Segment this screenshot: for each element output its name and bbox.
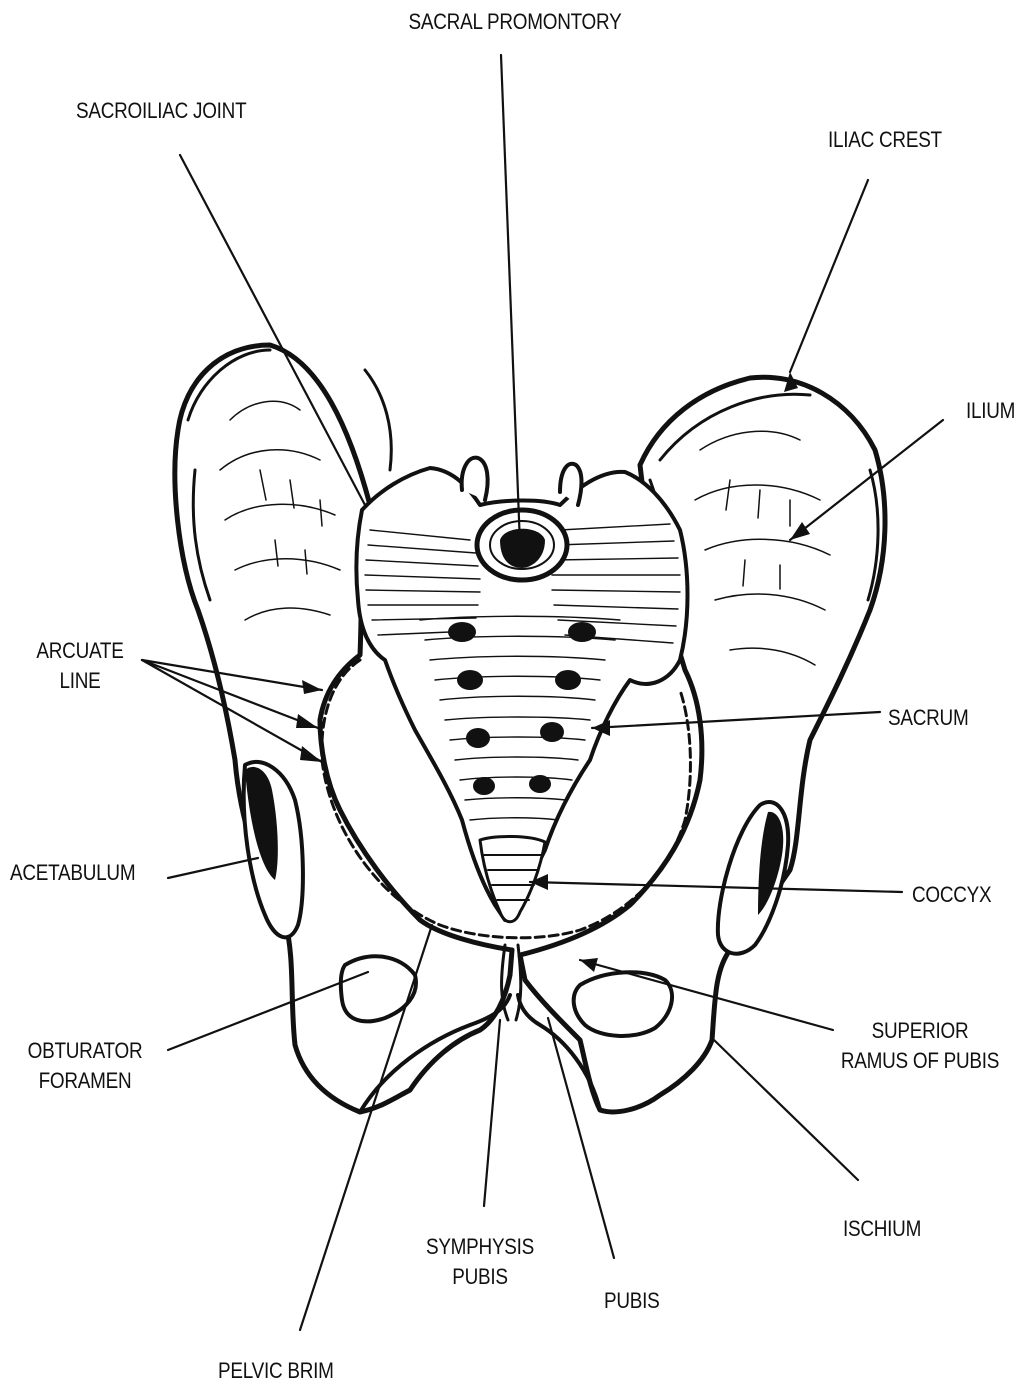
label-ischium: ISCHIUM (843, 1214, 921, 1244)
label-superior-ramus-1: SUPERIOR (834, 1016, 1006, 1046)
label-superior-ramus: SUPERIOR RAMUS OF PUBIS (834, 1016, 1006, 1076)
label-obturator-foramen: OBTURATOR FORAMEN (21, 1036, 150, 1096)
label-obturator-foramen-2: FORAMEN (21, 1066, 150, 1096)
label-symphysis-pubis: SYMPHYSIS PUBIS (420, 1232, 540, 1292)
label-sacrum: SACRUM (888, 703, 968, 733)
label-superior-ramus-2: RAMUS OF PUBIS (834, 1046, 1006, 1076)
label-iliac-crest: ILIAC CREST (828, 125, 942, 155)
superior-articular-right (560, 464, 582, 505)
label-arcuate-line: ARCUATE LINE (20, 636, 140, 696)
label-sacroiliac-joint: SACROILIAC JOINT (76, 96, 246, 126)
label-pubis: PUBIS (604, 1286, 659, 1316)
label-acetabulum: ACETABULUM (10, 858, 135, 888)
label-obturator-foramen-1: OBTURATOR (21, 1036, 150, 1066)
label-sacral-promontory: SACRAL PROMONTORY (408, 7, 623, 37)
label-coccyx: COCCYX (912, 880, 991, 910)
label-symphysis-pubis-1: SYMPHYSIS (420, 1232, 540, 1262)
label-pelvic-brim: PELVIC BRIM (218, 1356, 334, 1386)
label-arcuate-line-1: ARCUATE (20, 636, 140, 666)
coccyx-shape (480, 836, 545, 921)
label-arcuate-line-2: LINE (20, 666, 140, 696)
label-symphysis-pubis-2: PUBIS (420, 1262, 540, 1292)
label-ilium: ILIUM (966, 396, 1015, 426)
